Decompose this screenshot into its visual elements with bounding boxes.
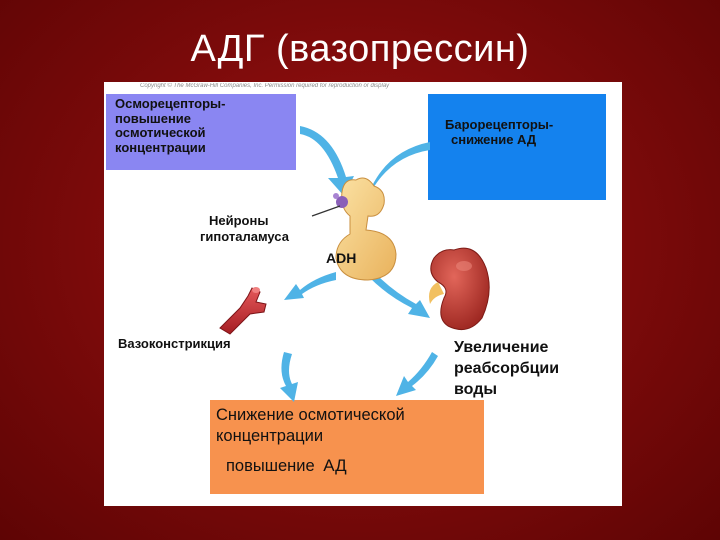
diagram-panel: Copyright © The McGraw-Hill Companies, I…	[104, 82, 622, 506]
result-line2: концентрации	[216, 427, 324, 445]
osmoreceptors-line4: концентрации	[115, 139, 206, 155]
reabsorption-line3: воды	[454, 381, 498, 398]
osmoreceptors-box	[106, 94, 296, 170]
baroreceptors-line1: Барорецепторы-	[445, 117, 554, 132]
reabsorption-line1: Увеличение	[454, 339, 549, 356]
result-box	[210, 400, 484, 494]
osmoreceptors-line3: осмотической	[115, 125, 206, 140]
result-line1: Снижение осмотической	[216, 406, 405, 424]
baroreceptors-line2: снижение АД	[451, 132, 537, 147]
neurons-label: Нейроны гипоталамуса	[200, 213, 289, 245]
result-line3: повышение АД	[216, 455, 405, 477]
pituitary-gland-icon	[311, 177, 397, 281]
result-line3-ad: АД	[323, 456, 347, 475]
arrow-to-vessel	[284, 272, 336, 300]
baroreceptors-box	[428, 94, 606, 200]
result-line3-word: повышение	[226, 457, 315, 475]
adh-label: ADH	[326, 250, 357, 266]
result-text: Снижение осмотической концентрации повыш…	[216, 405, 405, 477]
vasoconstriction-label: Вазоконстрикция	[118, 336, 231, 351]
arrow-vessel-to-result	[280, 352, 298, 402]
osmoreceptors-line2: повышение	[115, 110, 192, 126]
neurons-line2: гипоталамуса	[200, 229, 289, 244]
osmoreceptors-text: Осморецепторы- повышение осмотической ко…	[115, 96, 226, 155]
kidney-icon	[429, 247, 490, 331]
reabsorption-line2: реабсорбции	[454, 360, 560, 377]
arrow-osmo-to-neurons	[300, 126, 354, 196]
arrow-to-kidney	[370, 274, 430, 318]
copyright-note: Copyright © The McGraw-Hill Companies, I…	[140, 83, 390, 89]
diagram-art	[219, 126, 490, 402]
arrow-kidney-to-result	[396, 352, 438, 396]
osmoreceptors-line1: Осморецепторы-	[115, 96, 226, 111]
blood-vessel-icon	[219, 287, 267, 335]
reabsorption-label: Увеличение реабсорбции воды	[454, 337, 559, 400]
neurons-line1: Нейроны	[209, 213, 269, 228]
slide-title: АДГ (вазопрессин)	[190, 28, 530, 70]
baroreceptors-text: Барорецепторы- снижение АД	[445, 117, 553, 147]
